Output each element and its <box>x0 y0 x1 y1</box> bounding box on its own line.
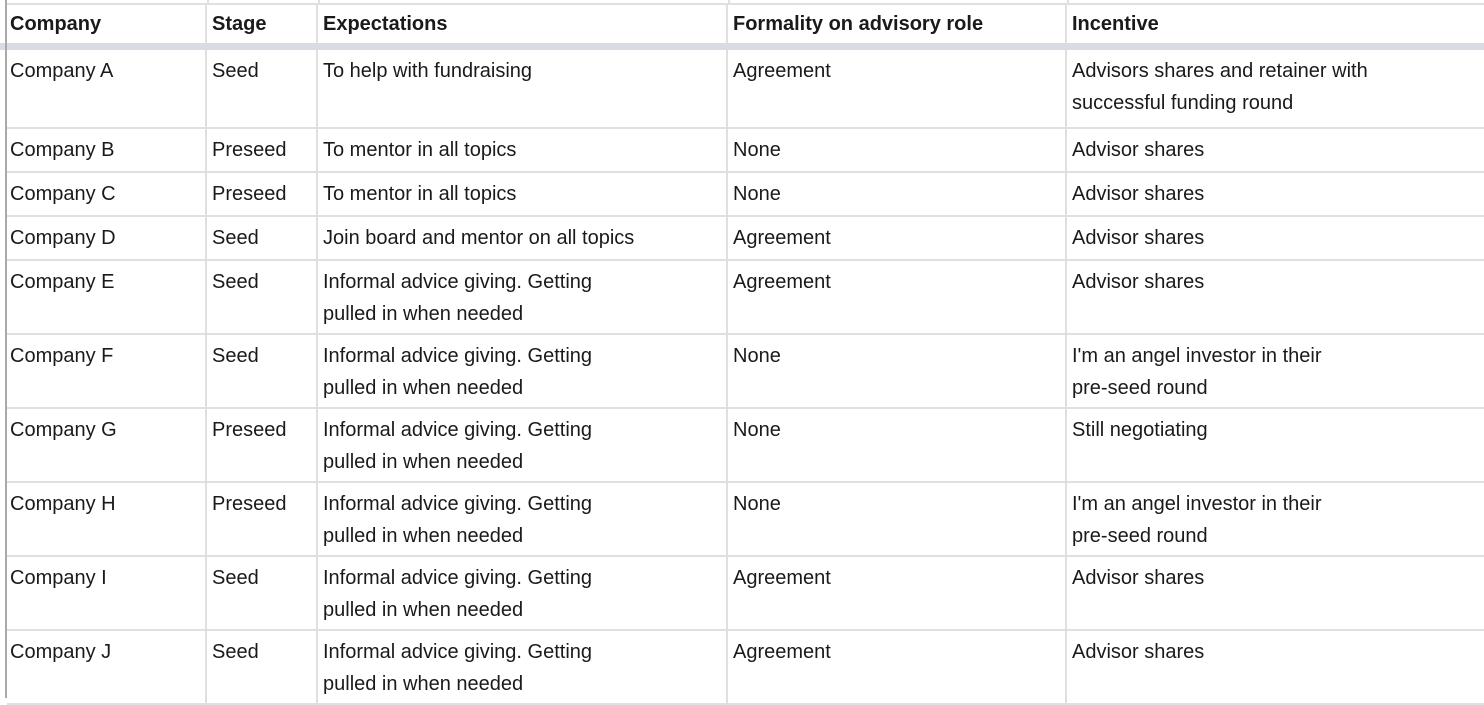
cell-company[interactable]: Company B <box>7 129 207 171</box>
cell-formality[interactable]: Agreement <box>728 261 1067 333</box>
cell-expectations[interactable]: Informal advice giving. Getting pulled i… <box>318 483 728 555</box>
column-divider-stub <box>207 0 209 3</box>
table-row: Company H Preseed Informal advice giving… <box>7 483 1484 557</box>
cell-expectations[interactable]: To mentor in all topics <box>318 129 728 171</box>
cell-incentive[interactable]: Advisor shares <box>1072 183 1205 205</box>
cell-incentive[interactable]: Still negotiating <box>1072 419 1208 441</box>
cell-expectations[interactable]: Informal advice giving. Getting pulled i… <box>318 631 728 703</box>
cell-formality[interactable]: Agreement <box>728 217 1067 259</box>
cell-stage[interactable]: Preseed <box>207 129 318 171</box>
header-incentive[interactable]: Incentive <box>1072 13 1159 35</box>
cell-company[interactable]: Company E <box>7 261 207 333</box>
cell-incentive[interactable]: Advisors shares and retainer with succes… <box>1072 60 1368 114</box>
cell-incentive[interactable]: Advisor shares <box>1072 271 1205 293</box>
column-divider-stub <box>318 0 320 3</box>
cell-stage[interactable]: Seed <box>207 335 318 407</box>
table-row: Company A Seed To help with fundraising … <box>7 50 1484 129</box>
cell-incentive[interactable]: Advisor shares <box>1072 641 1205 663</box>
cell-expectations[interactable]: To help with fundraising <box>318 50 728 127</box>
cell-formality[interactable]: None <box>728 409 1067 481</box>
cell-expectations[interactable]: To mentor in all topics <box>318 173 728 215</box>
table-header-row: Company Stage Expectations Formality on … <box>7 5 1484 43</box>
cell-company[interactable]: Company J <box>7 631 207 703</box>
cell-stage[interactable]: Seed <box>207 557 318 629</box>
column-divider-stub <box>1067 0 1069 3</box>
cell-company[interactable]: Company A <box>7 50 207 127</box>
cell-formality[interactable]: Agreement <box>728 557 1067 629</box>
cell-incentive[interactable]: I'm an angel investor in their pre-seed … <box>1072 493 1322 547</box>
cell-formality[interactable]: None <box>728 483 1067 555</box>
header-stage[interactable]: Stage <box>207 5 318 43</box>
frozen-header-shadow <box>0 43 1484 50</box>
cell-formality[interactable]: Agreement <box>728 50 1067 127</box>
cell-stage[interactable]: Preseed <box>207 483 318 555</box>
table-row: Company J Seed Informal advice giving. G… <box>7 631 1484 705</box>
cell-expectations[interactable]: Informal advice giving. Getting pulled i… <box>318 335 728 407</box>
column-divider-stub <box>728 0 730 3</box>
cell-formality[interactable]: None <box>728 173 1067 215</box>
cell-company[interactable]: Company F <box>7 335 207 407</box>
cell-stage[interactable]: Seed <box>207 50 318 127</box>
cell-expectations[interactable]: Informal advice giving. Getting pulled i… <box>318 409 728 481</box>
cell-stage[interactable]: Seed <box>207 261 318 333</box>
cell-incentive[interactable]: Advisor shares <box>1072 227 1205 249</box>
cell-company[interactable]: Company G <box>7 409 207 481</box>
table-row: Company D Seed Join board and mentor on … <box>7 217 1484 261</box>
table-row: Company C Preseed To mentor in all topic… <box>7 173 1484 217</box>
cell-company[interactable]: Company H <box>7 483 207 555</box>
cell-stage[interactable]: Seed <box>207 217 318 259</box>
cell-company[interactable]: Company D <box>7 217 207 259</box>
table-row: Company F Seed Informal advice giving. G… <box>7 335 1484 409</box>
cell-expectations[interactable]: Informal advice giving. Getting pulled i… <box>318 557 728 629</box>
cell-formality[interactable]: None <box>728 129 1067 171</box>
cell-stage[interactable]: Seed <box>207 631 318 703</box>
table-row: Company B Preseed To mentor in all topic… <box>7 129 1484 173</box>
cell-formality[interactable]: Agreement <box>728 631 1067 703</box>
cell-expectations[interactable]: Join board and mentor on all topics <box>318 217 728 259</box>
cell-company[interactable]: Company I <box>7 557 207 629</box>
advisory-table: Company Stage Expectations Formality on … <box>7 3 1484 705</box>
cell-incentive[interactable]: Advisor shares <box>1072 139 1205 161</box>
cell-stage[interactable]: Preseed <box>207 409 318 481</box>
cell-stage[interactable]: Preseed <box>207 173 318 215</box>
left-gutter-line <box>5 0 7 698</box>
cell-incentive[interactable]: I'm an angel investor in their pre-seed … <box>1072 345 1322 399</box>
cell-expectations[interactable]: Informal advice giving. Getting pulled i… <box>318 261 728 333</box>
cell-incentive[interactable]: Advisor shares <box>1072 567 1205 589</box>
header-formality[interactable]: Formality on advisory role <box>728 5 1067 43</box>
table-row: Company E Seed Informal advice giving. G… <box>7 261 1484 335</box>
header-expectations[interactable]: Expectations <box>318 5 728 43</box>
table-body: Company A Seed To help with fundraising … <box>7 50 1484 705</box>
cell-formality[interactable]: None <box>728 335 1067 407</box>
table-row: Company G Preseed Informal advice giving… <box>7 409 1484 483</box>
cell-company[interactable]: Company C <box>7 173 207 215</box>
table-row: Company I Seed Informal advice giving. G… <box>7 557 1484 631</box>
header-company[interactable]: Company <box>7 5 207 43</box>
